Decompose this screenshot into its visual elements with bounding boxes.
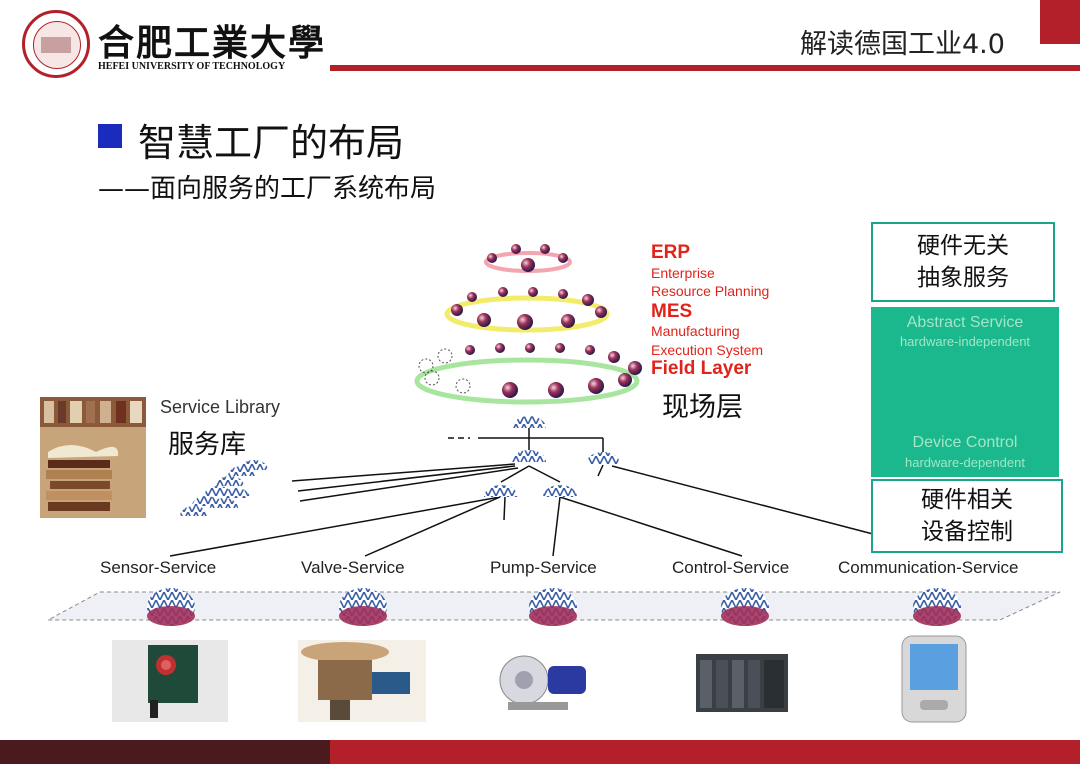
service-library-cn-label: 服务库 [168, 430, 247, 460]
university-logo [22, 10, 90, 78]
sensor-service-label: Sensor-Service [100, 558, 217, 577]
hardware-dependent-box: 硬件相关 设备控制 [871, 479, 1063, 553]
slide-title: 智慧工厂的布局 [138, 121, 405, 165]
footer-bar-red [330, 740, 1080, 764]
hw-independent-line1: 硬件无关 [917, 233, 1009, 259]
university-name-cn: 合肥工業大學 [98, 22, 327, 64]
header-accent-block [1040, 0, 1080, 44]
course-title: 解读德国工业4.0 [800, 29, 1005, 60]
erp-desc-line1: Enterprise [651, 265, 715, 281]
pump-service-label: Pump-Service [490, 558, 597, 577]
service-node-control [721, 588, 769, 626]
pump-device-image [499, 655, 586, 710]
service-node-pump [529, 588, 577, 626]
hardware-abstraction-panel [871, 307, 1059, 477]
abstract-service-sublabel: hardware-independent [899, 334, 1031, 349]
erp-label: ERP [651, 242, 691, 263]
service-node-communication [913, 588, 961, 626]
hw-dependent-line1: 硬件相关 [921, 487, 1013, 513]
sensor-device-image [112, 640, 228, 722]
device-control-label: Device Control [912, 434, 1018, 451]
valve-service-label: Valve-Service [301, 558, 405, 577]
hardware-independent-box: 硬件无关 抽象服务 [871, 222, 1055, 302]
university-name-en: HEFEI UNIVERSITY OF TECHNOLOGY [98, 61, 286, 72]
mes-ring [444, 287, 610, 333]
title-bullet-icon [98, 124, 122, 148]
service-node-valve [339, 588, 387, 626]
abstract-service-label: Abstract Service [906, 314, 1024, 331]
tree-nodes [484, 416, 620, 497]
library-photo [40, 397, 146, 518]
service-tree [169, 428, 897, 557]
header-rule [330, 65, 1080, 71]
library-stack-icons [180, 460, 268, 516]
erp-ring [484, 244, 572, 273]
communication-service-label: Communication-Service [838, 558, 1019, 577]
field-layer-cn-label: 现场层 [662, 392, 743, 423]
pda-device-image [901, 635, 967, 723]
valve-device-image [298, 640, 426, 722]
erp-desc-line2: Resource Planning [651, 283, 770, 299]
service-library-label: Service Library [160, 397, 281, 417]
slide-subtitle: ——面向服务的工厂系统布局 [98, 174, 437, 204]
hw-independent-line2: 抽象服务 [917, 265, 1009, 291]
field-layer-label: Field Layer [651, 358, 752, 379]
hw-dependent-line2: 设备控制 [921, 519, 1013, 545]
device-control-sublabel: hardware-dependent [905, 455, 1025, 470]
control-service-label: Control-Service [672, 558, 790, 577]
mes-label: MES [651, 301, 693, 322]
service-node-sensor [147, 588, 195, 626]
controller-device-image [696, 654, 788, 712]
mes-desc-line1: Manufacturing [651, 323, 740, 339]
footer-bar-dark [0, 740, 330, 764]
mes-desc-line2: Execution System [651, 342, 764, 358]
field-layer-ring [414, 343, 642, 405]
